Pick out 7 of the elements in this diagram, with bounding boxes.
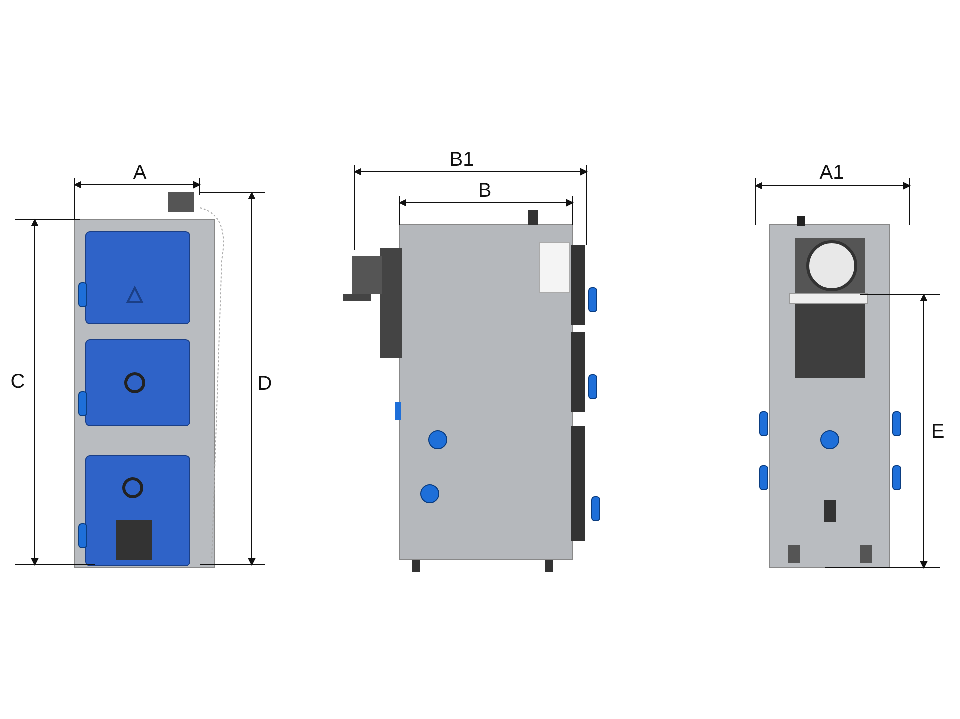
dimension-label: A xyxy=(133,163,147,183)
dimension-label: B1 xyxy=(450,150,474,170)
dimension-label: E xyxy=(931,422,945,442)
dimension-label: B xyxy=(478,181,492,201)
dimension-label: A1 xyxy=(820,163,844,183)
dimension-label: C xyxy=(10,372,26,392)
dimension-label: D xyxy=(258,374,272,394)
